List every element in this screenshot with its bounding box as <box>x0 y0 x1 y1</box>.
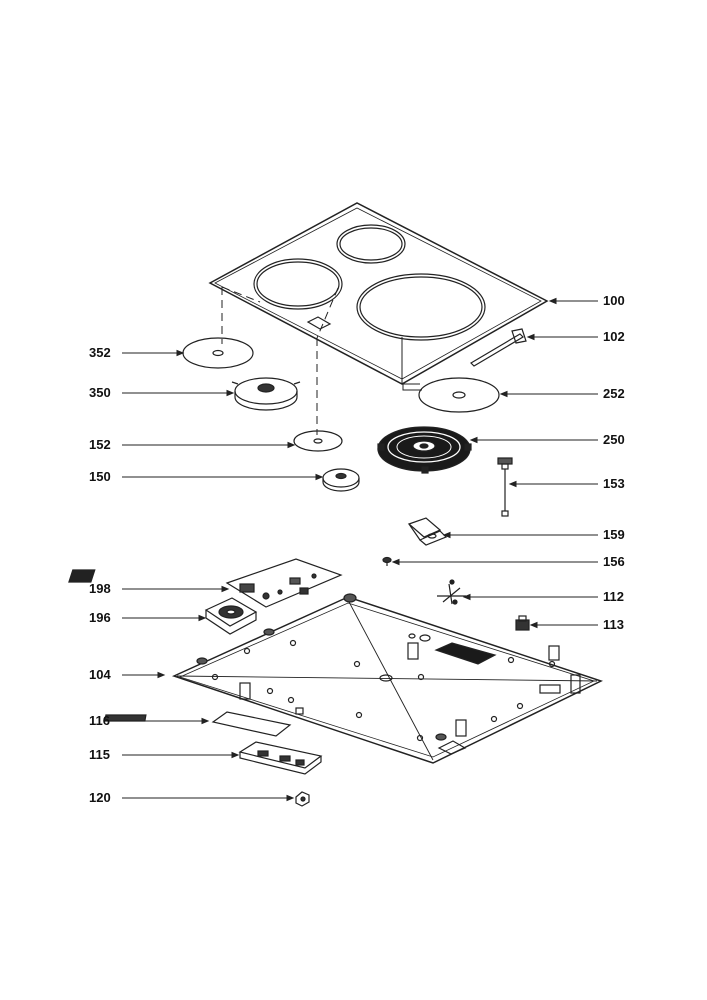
callout-252: 252 <box>603 386 625 401</box>
leader-102 <box>526 333 598 341</box>
part-252-disc <box>418 377 500 413</box>
leader-156 <box>391 558 598 566</box>
part-352-disc <box>182 337 254 369</box>
leader-350 <box>122 389 235 397</box>
callout-113: 113 <box>603 617 624 632</box>
callout-352: 352 <box>89 345 111 360</box>
part-102-strip <box>470 328 527 367</box>
assembly-lines <box>221 286 339 435</box>
part-113-clip <box>515 615 530 631</box>
callout-102: 102 <box>603 329 625 344</box>
part-104-base-tray <box>171 593 603 764</box>
part-153-sensor <box>497 457 513 517</box>
callout-159: 159 <box>603 527 625 542</box>
part-159-bracket <box>407 517 448 546</box>
part-115-control-housing <box>238 741 323 775</box>
leader-116 <box>122 717 210 725</box>
callout-250: 250 <box>603 432 625 447</box>
leader-196 <box>122 614 207 622</box>
callout-112: 112 <box>603 589 624 604</box>
callout-350: 350 <box>89 385 111 400</box>
part-120-clip <box>295 791 310 807</box>
leader-153 <box>508 480 598 488</box>
part-350-heating-element <box>231 377 301 411</box>
part-156-screw <box>382 556 392 566</box>
leader-112 <box>462 593 598 601</box>
callout-100: 100 <box>603 293 625 308</box>
part-152-disc <box>293 430 343 452</box>
leader-115 <box>122 751 240 759</box>
leader-352 <box>122 349 185 357</box>
leader-250 <box>469 436 598 444</box>
callout-153: 153 <box>603 476 625 491</box>
callout-120: 120 <box>89 790 111 805</box>
part-198-circuit-board <box>68 558 343 608</box>
callout-116: 116 <box>89 713 110 728</box>
part-150-heating-element <box>322 468 360 492</box>
leader-150 <box>122 473 324 481</box>
callout-156: 156 <box>603 554 625 569</box>
leader-152 <box>122 441 296 449</box>
leader-104 <box>122 671 166 679</box>
callout-104: 104 <box>89 667 111 682</box>
leader-113 <box>529 621 598 629</box>
part-116-control-board <box>104 711 292 737</box>
leader-120 <box>122 794 295 802</box>
callout-196: 196 <box>89 610 111 625</box>
leader-159 <box>442 531 598 539</box>
part-196-fan <box>204 597 258 635</box>
leader-198 <box>122 585 230 593</box>
part-250-induction-coil <box>377 426 472 474</box>
leader-100 <box>548 297 598 305</box>
callout-198: 198 <box>89 581 111 596</box>
callout-150: 150 <box>89 469 111 484</box>
callout-115: 115 <box>89 747 110 762</box>
callout-152: 152 <box>89 437 111 452</box>
part-100-glass-top <box>208 202 549 385</box>
part-112-wiring <box>437 579 466 605</box>
leader-252 <box>499 390 598 398</box>
